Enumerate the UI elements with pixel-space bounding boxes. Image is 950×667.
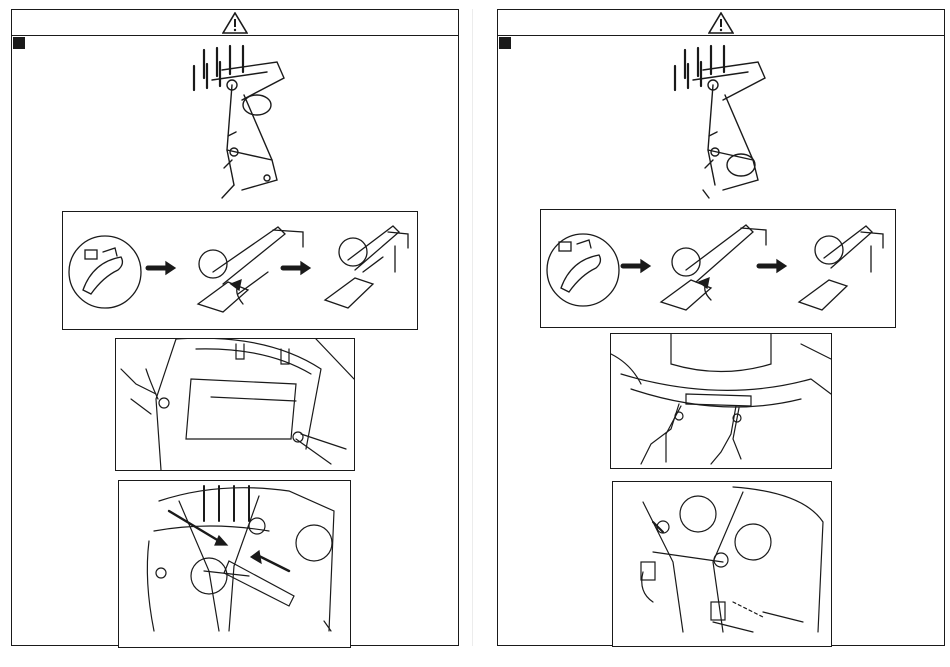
bike-rack-overview-figure (172, 40, 312, 210)
warning-triangle-icon (708, 12, 734, 34)
rack-rear-mounted-figure (612, 481, 832, 647)
page-fold (472, 9, 473, 646)
strap-attachment-figure (62, 211, 418, 330)
trunk-strap-figure (115, 338, 355, 471)
strap-attachment-figure (540, 209, 896, 328)
step-marker (499, 37, 511, 49)
instruction-panel-right (497, 9, 945, 646)
warning-header (12, 10, 458, 36)
rack-mounted-figure (118, 480, 351, 648)
bike-rack-overview-figure (653, 40, 793, 210)
warning-triangle-icon (222, 12, 248, 34)
warning-header (498, 10, 944, 36)
step-marker (13, 37, 25, 49)
instruction-panel-left (11, 9, 459, 646)
trunk-lower-strap-figure (610, 333, 832, 469)
